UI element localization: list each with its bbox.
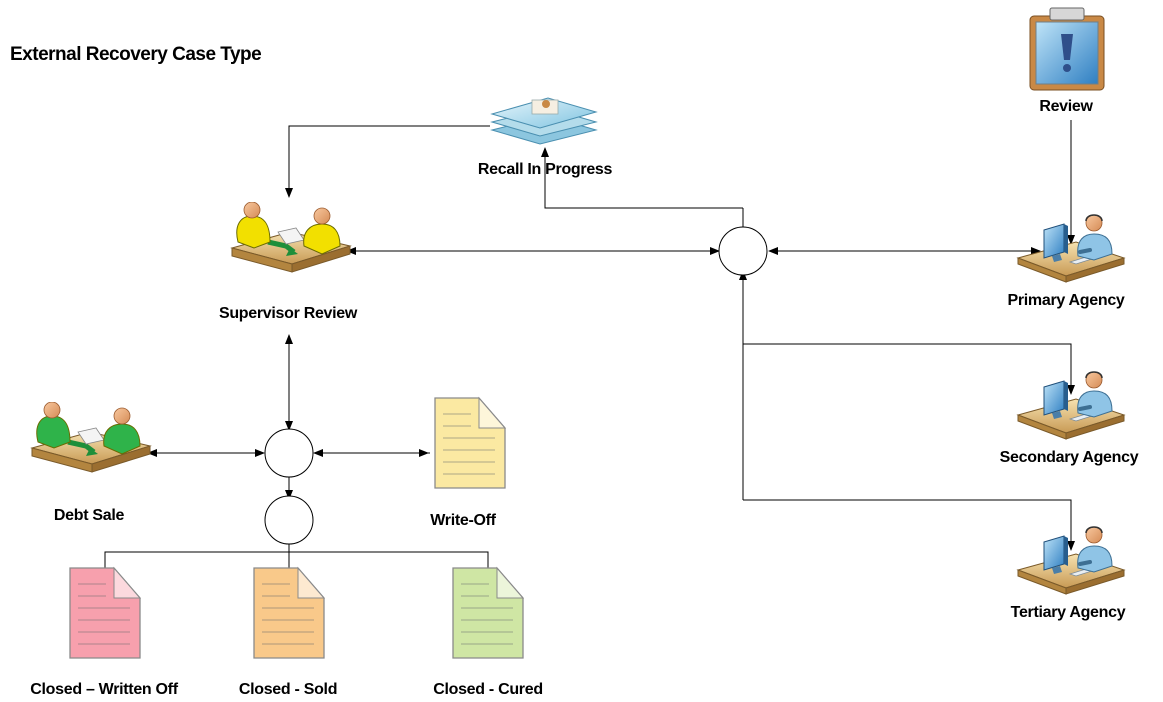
- document-icon[interactable]: [434, 397, 506, 489]
- document-icon[interactable]: [253, 567, 325, 659]
- connector-to-recall: [541, 147, 743, 209]
- junction-circle: [264, 428, 314, 478]
- node-label-tertiary-agency: Tertiary Agency: [1010, 604, 1126, 621]
- connector-recall-to-supervisor: [285, 125, 490, 198]
- node-label-closed-cured: Closed - Cured: [433, 681, 543, 698]
- meeting-icon[interactable]: [32, 402, 150, 472]
- node-label-supervisor-review: Supervisor Review: [218, 305, 358, 322]
- meeting-icon[interactable]: [232, 202, 350, 272]
- connector-to-tertiary: [743, 499, 1075, 551]
- connectors: [101, 120, 1075, 583]
- node-label-closed-sold: Closed - Sold: [238, 681, 338, 698]
- node-label-primary-agency: Primary Agency: [1007, 292, 1125, 309]
- document-icon[interactable]: [452, 567, 524, 659]
- node-label-write-off: Write-Off: [430, 512, 496, 529]
- document-icon[interactable]: [69, 567, 141, 659]
- node-label-review: Review: [1039, 98, 1093, 115]
- diagram-title: External Recovery Case Type: [10, 44, 262, 65]
- clipboard-icon[interactable]: [1029, 7, 1105, 91]
- node-label-secondary-agency: Secondary Agency: [999, 449, 1139, 466]
- junction-circle: [264, 495, 314, 545]
- node-label-debt-sale: Debt Sale: [53, 507, 125, 524]
- node-label-closed-written-off: Closed – Written Off: [30, 681, 178, 698]
- junction-circle: [718, 226, 768, 276]
- node-label-recall-in-progress: Recall In Progress: [477, 161, 613, 178]
- documents-icon[interactable]: [490, 97, 598, 145]
- connector-to-secondary: [743, 343, 1075, 395]
